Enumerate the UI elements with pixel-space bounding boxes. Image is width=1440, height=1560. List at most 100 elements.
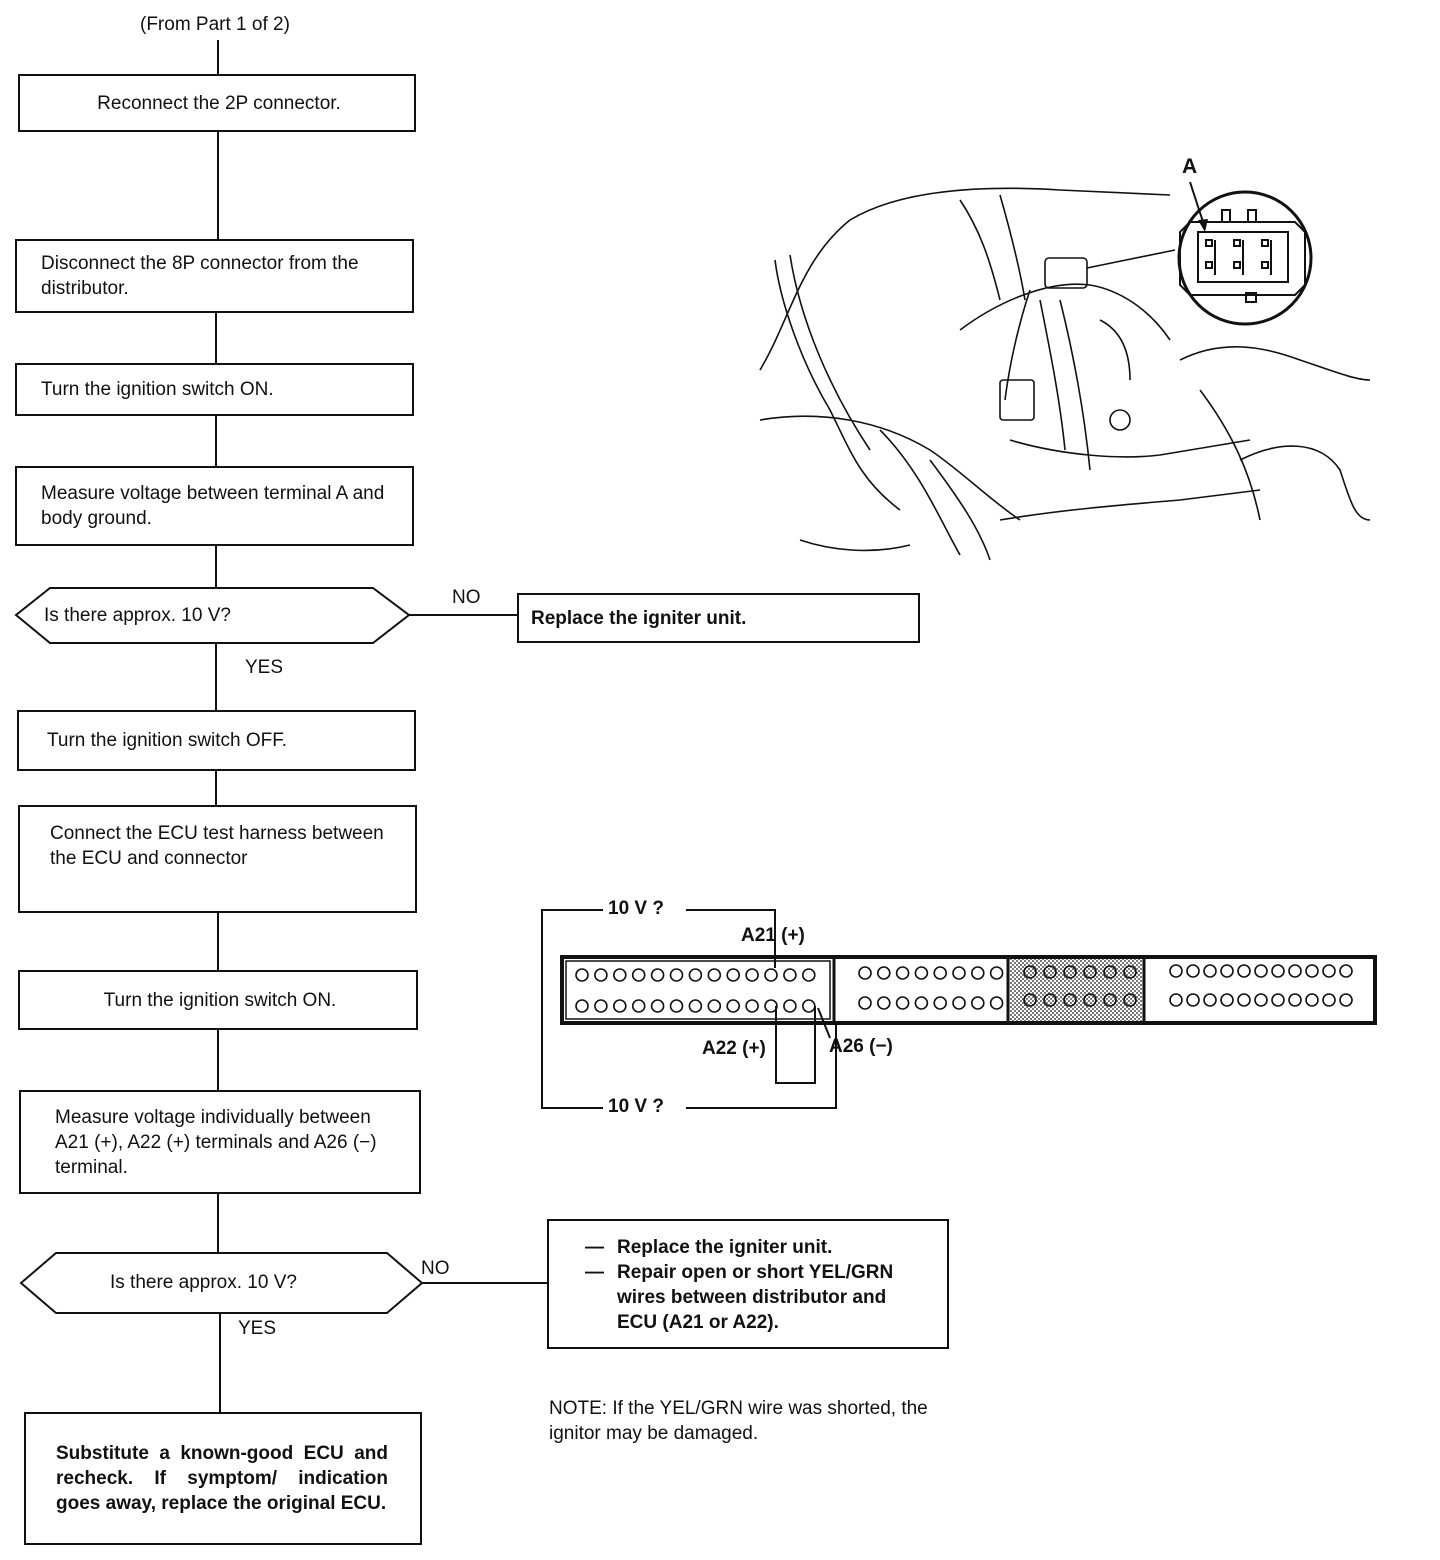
connector-pin (612, 968, 627, 982)
repair-action-item: Repair open or short YEL/GRN wires betwe… (585, 1260, 927, 1335)
connector-pin (952, 996, 966, 1010)
connector-pin (575, 999, 589, 1013)
connector-pin (1271, 993, 1285, 1007)
decision-2-yes-label: YES (238, 1318, 277, 1339)
connector-pin (1169, 964, 1183, 978)
step-ignition-on-2: Turn the ignition switch ON. (18, 970, 418, 1030)
step-ignition-on-1-text: Turn the ignition switch ON. (41, 379, 274, 400)
step-ignition-on-2-text: Turn the ignition switch ON. (103, 989, 337, 1011)
connector-pin (1169, 993, 1183, 1007)
connector-pin (1322, 964, 1336, 978)
connector-pin (914, 996, 929, 1010)
connector-pin (858, 996, 872, 1010)
from-part-label: (From Part 1 of 2) (140, 14, 290, 35)
connector-pin (1083, 993, 1097, 1007)
connector-pin (575, 968, 589, 982)
decision-1-no-label: NO (452, 587, 481, 608)
connector-pin (1237, 964, 1251, 978)
step-measure-a21-a22-a26: Measure voltage individually between A21… (19, 1090, 421, 1194)
decision-2-no-label: NO (421, 1258, 450, 1279)
connector-pin (612, 999, 627, 1013)
step-replace-igniter-1-text: Replace the igniter unit. (531, 607, 747, 629)
connector-pin (631, 999, 646, 1013)
note-text: NOTE: If the YEL/GRN wire was shorted, t… (549, 1398, 928, 1444)
connector-pin (594, 999, 608, 1013)
connector-pin (1043, 993, 1057, 1007)
connector-pin (1023, 993, 1037, 1007)
connector-pin (1123, 965, 1137, 979)
connector-pin (726, 999, 741, 1013)
connector-pin (783, 999, 797, 1013)
volt-bottom-label: 10 V ? (608, 1096, 664, 1117)
connector-pin (1254, 964, 1268, 978)
connector-pin (650, 999, 665, 1013)
connector-pin (858, 966, 872, 980)
connector-pin (783, 968, 797, 982)
terminal-a26-label: A26 (−) (829, 1036, 893, 1057)
connector-pin (1339, 993, 1353, 1007)
connector-pin (594, 968, 608, 982)
connector-pin (745, 968, 759, 982)
connector-pin (707, 999, 722, 1013)
step-measure-terminal-a: Measure voltage between terminal A and b… (15, 466, 414, 546)
connector-pin (1063, 965, 1077, 979)
connector-pin (650, 968, 665, 982)
connector-pin (1203, 964, 1217, 978)
connector-pin (1063, 993, 1077, 1007)
connector-pin (726, 968, 741, 982)
step-reconnect-2p-text: Reconnect the 2P connector. (97, 92, 341, 114)
connector-pin (895, 996, 910, 1010)
connector-pin (745, 999, 759, 1013)
connector-a-label: A (1182, 155, 1198, 178)
connector-pin (970, 966, 985, 980)
connector-pin (1339, 964, 1353, 978)
connector-pin (1305, 993, 1319, 1007)
connector-pin (1103, 965, 1117, 979)
connector-pin (1123, 993, 1137, 1007)
volt-top-label: 10 V ? (608, 898, 664, 919)
connector-pin (1083, 965, 1097, 979)
connector-pin (1237, 993, 1251, 1007)
connector-pin (1023, 965, 1037, 979)
step-reconnect-2p: Reconnect the 2P connector. (18, 74, 416, 132)
connector-pin (1271, 964, 1285, 978)
connector-pin (914, 966, 929, 980)
connector-pin (1203, 993, 1217, 1007)
connector-pin (631, 968, 646, 982)
connector-pin (1254, 993, 1268, 1007)
connector-pin (1220, 964, 1234, 978)
connector-pin (1186, 964, 1200, 978)
connector-pin (1305, 964, 1319, 978)
connector-pin (1186, 993, 1200, 1007)
step-measure-a21-a22-a26-text: Measure voltage individually between A21… (55, 1106, 377, 1178)
connector-pin (669, 999, 684, 1013)
step-disconnect-8p-text: Disconnect the 8P connector from the dis… (41, 253, 359, 299)
connector-pin (707, 968, 722, 982)
step-ignition-on-1: Turn the ignition switch ON. (15, 363, 414, 416)
connector-pin (1043, 965, 1057, 979)
terminal-a21-label: A21 (+) (741, 925, 805, 946)
connector-pin (1288, 993, 1302, 1007)
connector-pin (801, 968, 816, 982)
connector-pin (688, 999, 703, 1013)
connector-pin (989, 966, 1004, 980)
connector-pin (895, 966, 910, 980)
step-connect-harness: Connect the ECU test harness between the… (18, 805, 417, 913)
decision-1-text: Is there approx. 10 V? (44, 605, 231, 626)
step-ignition-off: Turn the ignition switch OFF. (17, 710, 416, 771)
connector-pin (933, 996, 948, 1010)
step-connect-harness-text: Connect the ECU test harness between the… (50, 823, 384, 869)
step-substitute-ecu-text: Substitute a known-good ECU and recheck.… (56, 1443, 388, 1514)
decision-2-text: Is there approx. 10 V? (110, 1272, 297, 1293)
repair-actions-box: Replace the igniter unit. Repair open or… (547, 1219, 949, 1349)
connector-pin (1322, 993, 1336, 1007)
repair-actions-list: Replace the igniter unit. Repair open or… (585, 1235, 927, 1335)
step-disconnect-8p: Disconnect the 8P connector from the dis… (15, 239, 414, 313)
connector-pin (1220, 993, 1234, 1007)
connector-pin (1103, 993, 1117, 1007)
decision-1-yes-label: YES (245, 657, 284, 678)
